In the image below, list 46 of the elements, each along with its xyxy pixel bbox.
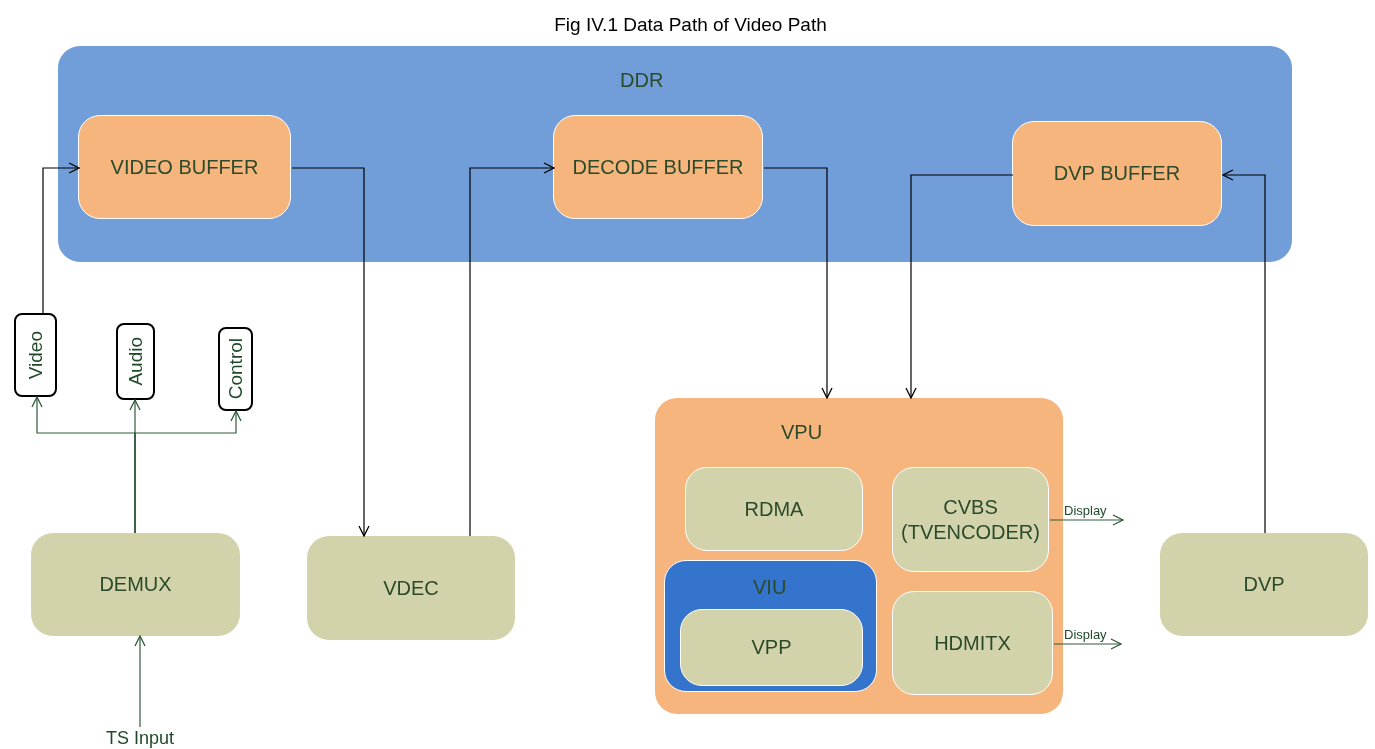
box-label: VPP <box>751 635 792 660</box>
unit-panel <box>664 560 877 692</box>
stream-label: Video <box>26 330 45 380</box>
arrow <box>1222 169 1266 534</box>
arrow <box>1049 514 1124 526</box>
arrow <box>905 174 1014 399</box>
stream-label: Control <box>226 338 245 400</box>
stream-box <box>116 323 155 400</box>
process-box <box>31 533 240 636</box>
box-label: DVP <box>1243 572 1285 597</box>
arrow <box>291 167 370 537</box>
process-box <box>1160 533 1368 636</box>
edge-label: Display <box>1064 628 1107 641</box>
box-label: RDMA <box>744 496 804 522</box>
process-box <box>680 609 863 686</box>
box-label: VDEC <box>383 575 439 601</box>
box-label: VIDEO BUFFER <box>110 154 259 180</box>
process-box <box>892 591 1053 695</box>
process-box <box>307 536 515 640</box>
stream-box <box>14 313 57 397</box>
arrow <box>134 410 242 534</box>
memory-panel <box>58 46 1292 262</box>
arrow <box>42 162 80 314</box>
process-box <box>685 467 863 551</box>
panel-title: VIU <box>753 575 787 600</box>
edge-label: Display <box>1064 504 1107 517</box>
arrow <box>134 635 146 728</box>
stream-box <box>218 327 253 411</box>
input-label: TS Input <box>105 726 174 749</box>
panel-title: VPU <box>781 420 823 445</box>
stream-label: Audio <box>126 337 145 386</box>
box-label: DEMUX <box>99 572 172 597</box>
box-label: CVBS (TVENCODER) <box>901 494 1040 545</box>
box-label: DVP BUFFER <box>1053 161 1181 186</box>
buffer-box <box>1012 121 1222 226</box>
diagram-title: Fig IV.1 Data Path of Video Path <box>553 13 828 37</box>
unit-panel <box>655 398 1063 714</box>
arrow <box>469 162 555 537</box>
process-box <box>892 467 1049 572</box>
buffer-box <box>553 115 763 219</box>
box-label: HDMITX <box>934 630 1011 656</box>
panel-title: DDR <box>620 68 664 93</box>
box-label: DECODE BUFFER <box>572 154 744 180</box>
arrow <box>763 167 833 399</box>
arrow <box>1053 638 1122 650</box>
buffer-box <box>78 115 291 219</box>
